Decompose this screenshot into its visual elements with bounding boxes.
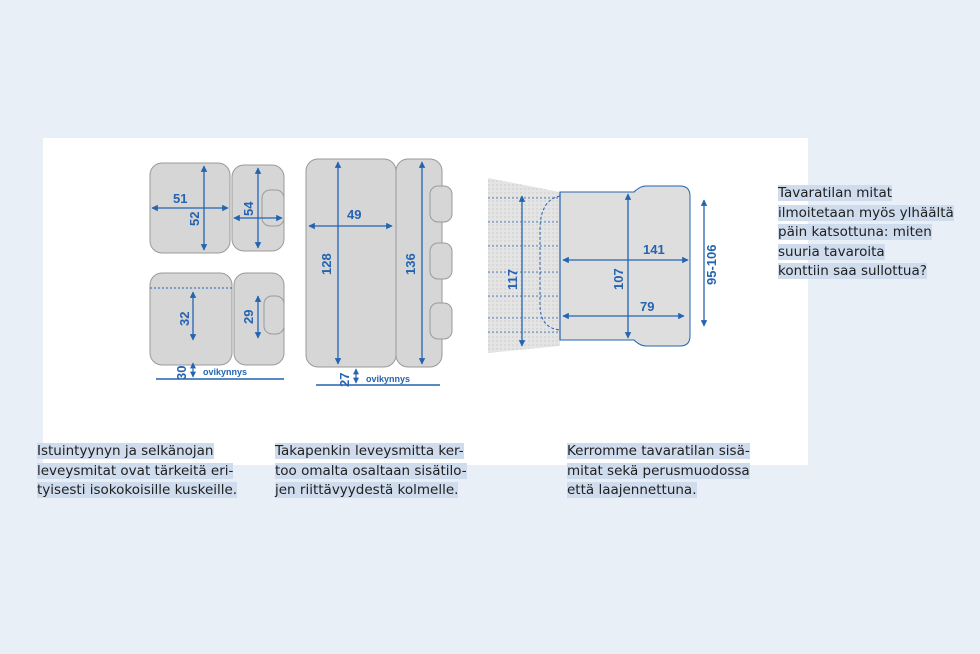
caption-top-view-line-2: ilmoitetaan myös ylhäältä [778,204,954,221]
second-back-width-label: 29 [241,310,256,324]
caption-top-view-line-5: konttiin saa sullottua? [778,263,927,279]
caption-top-view-line-4: suuria tavaroita [778,243,885,260]
bench-width-label: 49 [347,207,361,222]
folded-seat-outline [539,195,561,331]
front-seat-depth-label: 52 [187,212,202,226]
cargo-length-label: 141 [643,242,665,257]
second-seat-depth-label: 32 [177,312,192,326]
caption-top-view: Tavaratilan mitat ilmoitetaan myös ylhää… [778,184,954,282]
rear-bench-group: 49 128 136 27 ovikynnys [305,158,453,387]
caption-seats-line-1: Istuintyynyn ja selkänojan [37,443,214,459]
caption-cargo: Kerromme tavaratilan sisä- mitat sekä pe… [567,442,750,501]
second-seat-group: 32 29 30 ovikynnys [149,272,285,380]
bench-depth-label: 128 [319,253,334,275]
caption-top-view-line-3: päin katsottuna: miten [778,224,932,240]
cargo-wheel-label: 79 [640,299,654,314]
caption-bench-line-3: jen riittävyydestä kolmelle. [275,482,459,498]
cargo-extended-depth-label: 117 [505,269,520,290]
caption-top-view-line-1: Tavaratilan mitat [778,185,893,201]
caption-cargo-line-1: Kerromme tavaratilan sisä- [567,443,750,459]
caption-bench-line-1: Takapenkin leveysmitta ker- [275,443,464,459]
front-seat-width-label: 51 [173,191,187,206]
cargo-width-label: 95-106 [704,245,719,285]
bench-back-label: 136 [403,253,418,275]
caption-cargo-line-3: että laajennettuna. [567,482,697,498]
cargo-floor [559,185,691,347]
bench-sill-label: ovikynnys [366,374,410,384]
caption-seats: Istuintyynyn ja selkänojan leveysmitat o… [37,442,238,501]
bench-headrest-2 [429,242,453,280]
front-headrest [261,189,285,227]
caption-seats-line-2: leveysmitat ovat tärkeitä eri- [37,462,234,479]
caption-bench: Takapenkin leveysmitta ker- too omalta o… [275,442,467,501]
bench-headrest-3 [429,302,453,340]
bench-headrest-1 [429,185,453,223]
caption-cargo-line-2: mitat sekä perusmuodossa [567,462,750,479]
front-sill-label: ovikynnys [203,367,247,377]
caption-seats-line-3: tyisesti isokokoisille kuskeille. [37,482,238,498]
caption-bench-line-2: too omalta osaltaan sisätilo- [275,462,467,479]
front-seat-group: 51 52 54 [149,162,285,254]
second-headrest [263,295,285,335]
cargo-depth-label: 107 [611,268,626,290]
cargo-group: 117 107 141 79 95-106 [488,178,719,353]
bench-sill-value: 27 [337,373,352,387]
front-back-width-label: 54 [241,201,256,216]
front-sill-value: 30 [174,366,189,380]
